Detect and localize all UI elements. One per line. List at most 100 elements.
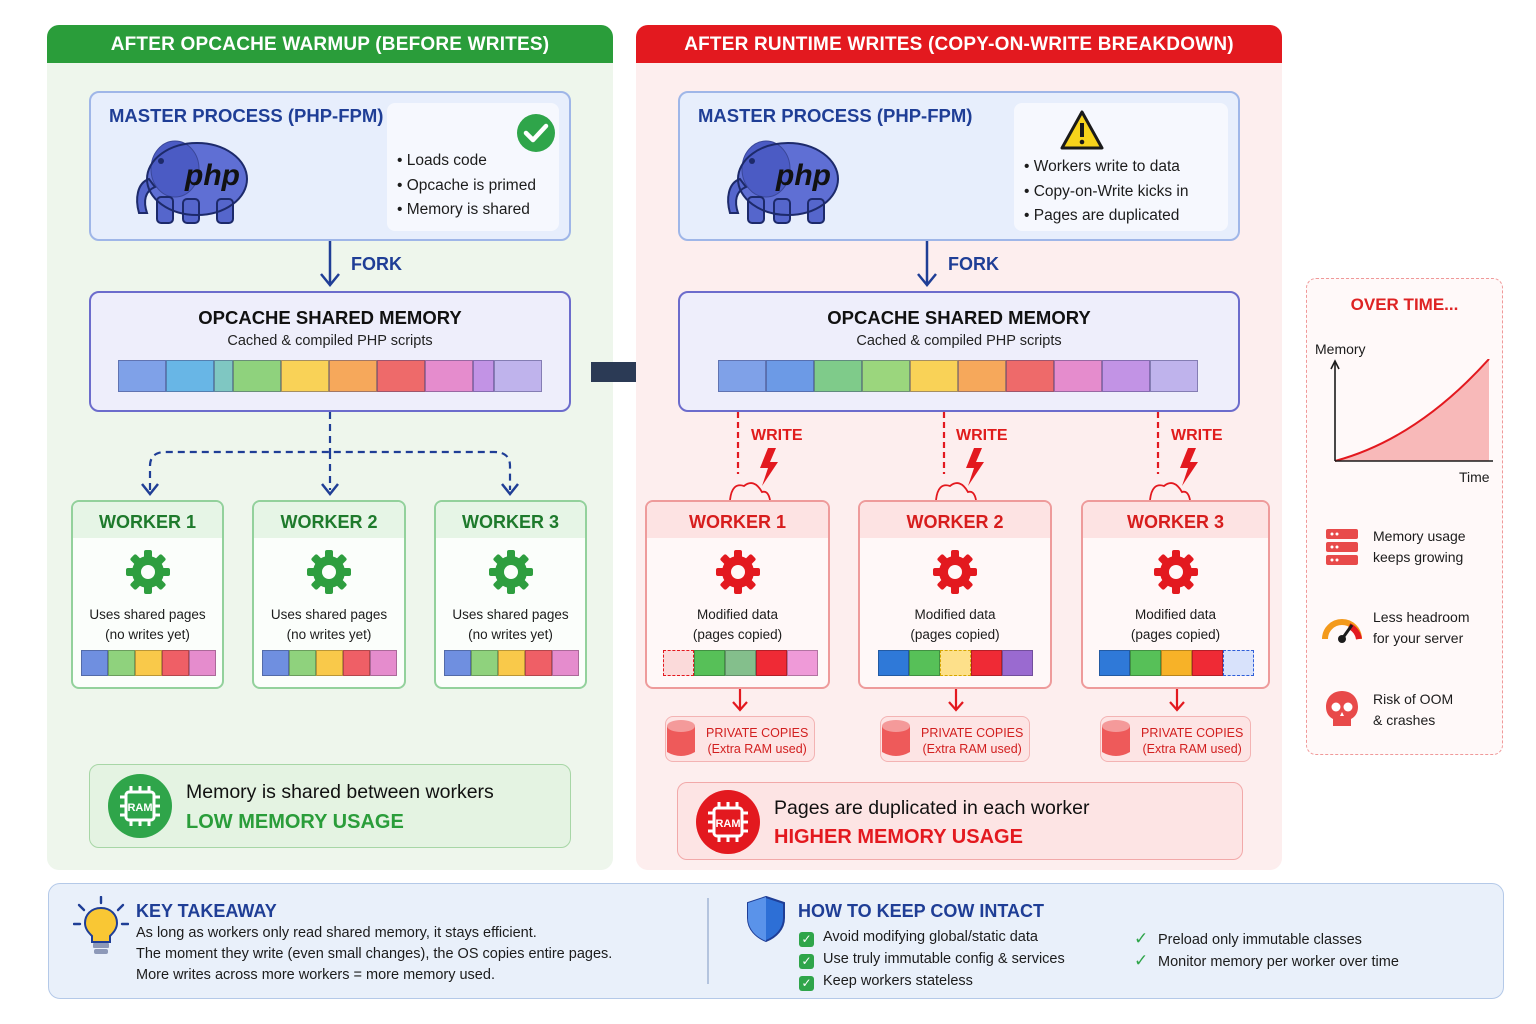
memory-page	[958, 360, 1006, 392]
check-circle-icon	[517, 114, 555, 152]
worker-pages	[81, 650, 216, 676]
left-summary: RAM Memory is shared between workers LOW…	[89, 764, 571, 848]
key-takeaway-title: KEY TAKEAWAY	[136, 901, 277, 921]
right-worker-1: WORKER 1 Modified data(pages copied)	[645, 500, 830, 689]
gear-icon	[715, 550, 760, 594]
left-shared-title: OPCACHE SHARED MEMORY	[198, 307, 462, 328]
database-icon	[1102, 720, 1130, 756]
key-takeaway-line: The moment they write (even small change…	[136, 946, 613, 962]
lightbulb-icon	[73, 896, 129, 954]
keep-cow-item: ✓Preload only immutable classes	[1134, 929, 1362, 948]
memory-page	[473, 360, 494, 392]
left-master-item: • Memory is shared	[397, 201, 530, 218]
worker-desc: Uses shared pages(no writes yet)	[452, 607, 569, 642]
write-arrows	[729, 412, 1198, 501]
memory-page	[166, 360, 214, 392]
left-summary-emphasis: LOW MEMORY USAGE	[186, 811, 404, 833]
private-copies-label: PRIVATE COPIES(Extra RAM used)	[1141, 726, 1244, 756]
private-copies-1: PRIVATE COPIES(Extra RAM used)	[665, 716, 815, 762]
key-takeaway-line: More writes across more workers = more m…	[136, 967, 495, 983]
worker-title: WORKER 2	[254, 502, 404, 538]
worker-pages	[878, 650, 1033, 676]
worker-desc: Modified data(pages copied)	[692, 607, 783, 642]
write-label-1: WRITE	[751, 427, 803, 444]
gear-icon	[125, 550, 170, 594]
worker-desc: Uses shared pages(no writes yet)	[89, 607, 206, 642]
right-summary: RAM Pages are duplicated in each worker …	[677, 782, 1243, 860]
memory-page	[862, 360, 910, 392]
left-worker-2: WORKER 2 Uses shared pages(no writes yet…	[252, 500, 406, 689]
private-copies-label: PRIVATE COPIES(Extra RAM used)	[706, 726, 809, 756]
left-shared-subtitle: Cached & compiled PHP scripts	[227, 333, 433, 349]
memory-page	[329, 360, 377, 392]
database-icon	[882, 720, 910, 756]
private-copies-2: PRIVATE COPIES(Extra RAM used)	[880, 716, 1030, 762]
worker-pages	[444, 650, 579, 676]
memory-page	[425, 360, 473, 392]
worker-desc: Modified data(pages copied)	[1130, 607, 1221, 642]
php-logo-text: php	[776, 159, 831, 192]
checkbox-icon: ✓	[799, 932, 814, 947]
write-label-2: WRITE	[956, 427, 1008, 444]
over-time-title: OVER TIME...	[1350, 295, 1459, 314]
memory-page	[214, 360, 233, 392]
right-summary-text: Pages are duplicated in each worker	[774, 797, 1090, 819]
worker-pages	[1099, 650, 1254, 676]
private-copies-label: PRIVATE COPIES(Extra RAM used)	[921, 726, 1024, 756]
right-shared-title: OPCACHE SHARED MEMORY	[827, 307, 1091, 328]
php-logo-text: php	[185, 159, 240, 192]
keep-cow-item: ✓Avoid modifying global/static data	[799, 929, 1038, 947]
right-master-item: • Copy-on-Write kicks in	[1024, 182, 1189, 200]
keep-cow-item: ✓Keep workers stateless	[799, 973, 973, 991]
worker-pages	[663, 650, 818, 676]
worker-pages	[262, 650, 397, 676]
right-master-title: MASTER PROCESS (PHP-FPM)	[698, 105, 973, 126]
svg-text:RAM: RAM	[127, 802, 152, 814]
database-icon	[667, 720, 695, 756]
right-worker-2: WORKER 2 Modified data(pages copied)	[858, 500, 1052, 689]
server-icon	[1326, 529, 1358, 565]
private-copy-arrows	[732, 689, 1185, 712]
memory-page	[494, 360, 542, 392]
left-master-title: MASTER PROCESS (PHP-FPM)	[109, 105, 384, 126]
keep-cow-item: ✓Use truly immutable config & services	[799, 951, 1065, 969]
gear-icon	[1153, 550, 1198, 594]
shield-icon	[747, 896, 785, 942]
gauge-icon	[1322, 619, 1362, 643]
right-master-item: • Workers write to data	[1024, 158, 1180, 175]
right-fork-arrow	[917, 241, 937, 287]
left-memory-pages	[118, 360, 542, 392]
checkbox-icon: ✓	[799, 954, 814, 969]
bottom-divider	[707, 898, 709, 984]
worker-title: WORKER 1	[73, 502, 222, 538]
left-master-item: • Opcache is primed	[397, 176, 536, 194]
right-fork-label: FORK	[948, 254, 999, 274]
time-axis-label: Time	[1459, 469, 1490, 485]
memory-page	[910, 360, 958, 392]
gear-icon	[488, 550, 533, 594]
worker-title: WORKER 3	[436, 502, 585, 538]
warning-icon	[1060, 110, 1104, 150]
skull-icon	[1326, 691, 1358, 726]
memory-page	[233, 360, 281, 392]
worker-desc: Uses shared pages(no writes yet)	[270, 607, 388, 642]
checkmark-icon: ✓	[1134, 929, 1149, 948]
private-copies-3: PRIVATE COPIES(Extra RAM used)	[1100, 716, 1251, 762]
memory-page	[814, 360, 862, 392]
memory-axis-label: Memory	[1315, 341, 1366, 357]
left-master-process: MASTER PROCESS (PHP-FPM) php • Loads cod…	[89, 91, 571, 241]
memory-growth-chart	[1330, 359, 1493, 462]
php-elephant-logo	[136, 140, 248, 224]
keep-cow-item: ✓Monitor memory per worker over time	[1134, 951, 1399, 970]
memory-page	[766, 360, 814, 392]
gear-icon	[933, 550, 977, 594]
left-share-arrows	[141, 412, 519, 497]
checkmark-icon: ✓	[1134, 951, 1149, 970]
gear-icon	[307, 550, 351, 594]
memory-page	[1102, 360, 1150, 392]
memory-page	[118, 360, 166, 392]
left-panel-header: AFTER OPCACHE WARMUP (BEFORE WRITES)	[47, 25, 613, 63]
memory-page	[281, 360, 329, 392]
